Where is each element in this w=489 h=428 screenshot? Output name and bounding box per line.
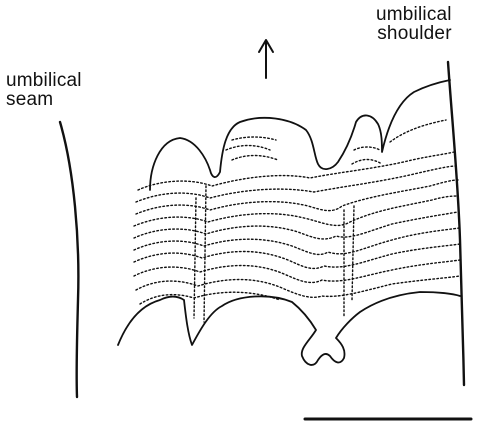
umbilical-seam-line [60,122,78,397]
suture-top-outline [150,80,450,190]
up-arrow-icon [259,40,273,78]
suture-dotted-lines [134,120,460,322]
umbilical-shoulder-line [448,62,464,385]
suture-outline [118,292,460,365]
